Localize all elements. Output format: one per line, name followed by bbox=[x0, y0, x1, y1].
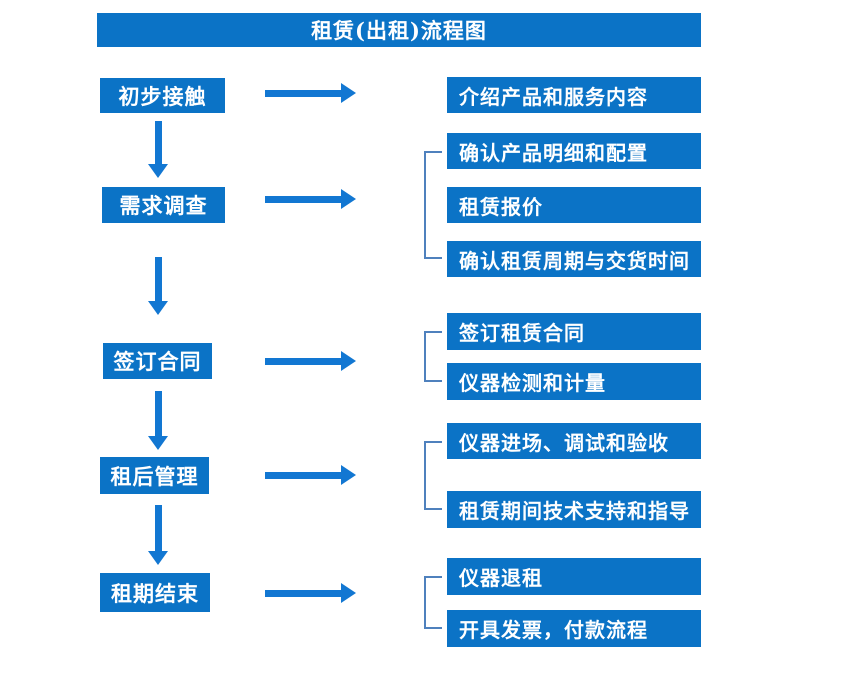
output-label: 仪器检测和计量 bbox=[459, 371, 606, 395]
down-arrow-connector bbox=[148, 391, 168, 450]
down-arrow-shaft bbox=[154, 121, 162, 164]
step-box-initial-contact: 初步接触 bbox=[100, 78, 225, 113]
right-arrow-connector bbox=[265, 83, 356, 103]
output-box: 仪器退租 bbox=[447, 558, 701, 595]
output-box: 租赁报价 bbox=[447, 187, 701, 223]
output-box: 签订租赁合同 bbox=[447, 313, 701, 350]
output-box: 确认租赁周期与交货时间 bbox=[447, 241, 701, 277]
right-arrow-head bbox=[341, 583, 356, 603]
right-arrow-connector bbox=[265, 189, 356, 209]
step-box-lease-end: 租期结束 bbox=[100, 573, 210, 612]
output-label: 介绍产品和服务内容 bbox=[459, 84, 648, 109]
right-arrow-head bbox=[341, 351, 356, 371]
step-label: 签订合同 bbox=[113, 349, 202, 374]
right-arrow-shaft bbox=[265, 195, 341, 203]
output-label: 租赁报价 bbox=[459, 194, 543, 219]
down-arrow-connector bbox=[148, 121, 168, 178]
right-arrow-head bbox=[341, 83, 356, 103]
right-arrow-connector bbox=[265, 583, 356, 603]
down-arrow-head bbox=[148, 164, 168, 178]
bracket-connector bbox=[424, 331, 442, 382]
step-box-demand-survey: 需求调查 bbox=[102, 187, 225, 223]
right-arrow-head bbox=[341, 189, 356, 209]
down-arrow-head bbox=[148, 436, 168, 450]
right-arrow-connector bbox=[265, 465, 356, 485]
output-box: 介绍产品和服务内容 bbox=[447, 77, 701, 113]
output-label: 确认产品明细和配置 bbox=[459, 140, 648, 165]
diagram-title: 租赁(出租)流程图 bbox=[311, 18, 487, 43]
down-arrow-shaft bbox=[154, 505, 162, 551]
output-label: 确认租赁周期与交货时间 bbox=[459, 248, 690, 273]
diagram-title-bar: 租赁(出租)流程图 bbox=[97, 13, 701, 47]
down-arrow-connector bbox=[148, 505, 168, 565]
output-label: 开具发票，付款流程 bbox=[459, 618, 648, 642]
down-arrow-head bbox=[148, 301, 168, 315]
bracket-connector bbox=[424, 441, 442, 510]
output-label: 仪器退租 bbox=[459, 566, 543, 590]
output-box: 仪器检测和计量 bbox=[447, 363, 701, 400]
bracket-connector bbox=[424, 151, 442, 259]
right-arrow-shaft bbox=[265, 589, 341, 597]
output-box: 开具发票，付款流程 bbox=[447, 610, 701, 647]
step-label: 初步接触 bbox=[118, 83, 207, 109]
right-arrow-shaft bbox=[265, 89, 341, 97]
output-box: 仪器进场、调试和验收 bbox=[447, 423, 701, 459]
step-label: 租期结束 bbox=[111, 580, 199, 606]
bracket-connector bbox=[424, 576, 442, 629]
step-box-sign-contract: 签订合同 bbox=[103, 343, 212, 379]
down-arrow-shaft bbox=[154, 391, 162, 436]
down-arrow-connector bbox=[148, 257, 168, 315]
right-arrow-head bbox=[341, 465, 356, 485]
down-arrow-head bbox=[148, 551, 168, 565]
output-label: 签订租赁合同 bbox=[459, 321, 585, 345]
step-label: 租后管理 bbox=[110, 463, 199, 489]
right-arrow-shaft bbox=[265, 357, 341, 365]
right-arrow-connector bbox=[265, 351, 356, 371]
step-label: 需求调查 bbox=[119, 193, 208, 218]
output-label: 租赁期间技术支持和指导 bbox=[459, 499, 690, 523]
output-box: 租赁期间技术支持和指导 bbox=[447, 491, 701, 528]
right-arrow-shaft bbox=[265, 471, 341, 479]
step-box-post-rental-management: 租后管理 bbox=[100, 457, 209, 494]
output-label: 仪器进场、调试和验收 bbox=[459, 430, 669, 455]
down-arrow-shaft bbox=[154, 257, 162, 301]
output-box: 确认产品明细和配置 bbox=[447, 133, 701, 169]
